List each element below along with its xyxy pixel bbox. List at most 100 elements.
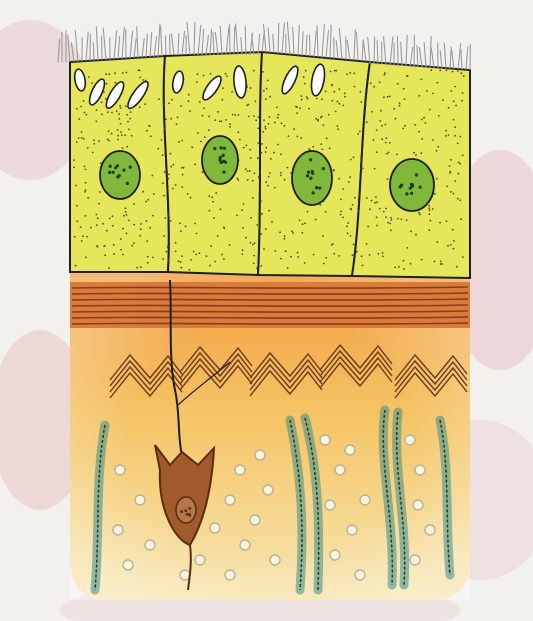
cell-granule [301, 95, 303, 97]
cell-granule [193, 251, 195, 253]
cell-granule [413, 152, 415, 154]
cell-granule [260, 214, 262, 216]
cell-granule [313, 254, 315, 256]
cell-granule [331, 100, 333, 102]
cell-granule [84, 166, 86, 168]
cell-granule [460, 218, 462, 220]
cell-granule [375, 196, 377, 198]
round-cell [113, 525, 123, 535]
cell-granule [404, 125, 406, 127]
cell-granule [211, 196, 213, 198]
cell-granule [125, 211, 127, 213]
cell-granule [290, 256, 292, 258]
cell-granule [337, 128, 339, 130]
cell-granule [383, 96, 385, 98]
round-cell [210, 523, 220, 533]
cell-granule [98, 140, 100, 142]
cell-granule [225, 119, 227, 121]
cell-granule [420, 152, 422, 154]
cell-granule [322, 235, 324, 237]
cell-granule [325, 257, 327, 259]
cell-granule [189, 269, 191, 271]
nucleolus [409, 187, 412, 190]
cell-granule [163, 104, 165, 106]
nucleolus [410, 192, 413, 195]
cell-granule [410, 263, 412, 265]
cell-granule [337, 101, 339, 103]
neuron-granule [184, 509, 187, 512]
cell-granule [296, 106, 298, 108]
cell-granule [423, 117, 425, 119]
cell-granule [126, 214, 128, 216]
cell-granule [93, 140, 95, 142]
cell-granule [296, 112, 298, 114]
cell-granule [284, 235, 286, 237]
cell-granule [257, 157, 259, 159]
cell-granule [379, 208, 381, 210]
cell-granule [261, 143, 263, 145]
cell-granule [331, 244, 333, 246]
cell-granule [453, 240, 455, 242]
cell-granule [454, 126, 456, 128]
cell-granule [181, 186, 183, 188]
cell-granule [237, 178, 239, 180]
nucleolus [309, 177, 312, 180]
cell-granule [302, 232, 304, 234]
neuron-granule [180, 510, 183, 513]
cilium [374, 37, 375, 65]
cell-granule [139, 70, 141, 72]
cell-granule [237, 131, 239, 133]
cell-granule [120, 249, 122, 251]
cell-granule [304, 262, 306, 264]
cell-granule [221, 99, 223, 101]
cell-granule [86, 236, 88, 238]
cell-granule [203, 107, 205, 109]
cell-granule [434, 261, 436, 263]
cell-granule [103, 245, 105, 247]
cell-granule [376, 129, 378, 131]
cell-granule [95, 121, 97, 123]
cell-granule [85, 182, 87, 184]
cell-granule [202, 171, 204, 173]
cell-granule [307, 98, 309, 100]
cell-granule [191, 146, 193, 148]
cell-granule [99, 191, 101, 193]
cell-granule [406, 219, 408, 221]
cell-granule [325, 211, 327, 213]
cell-granule [315, 118, 317, 120]
cell-granule [113, 253, 115, 255]
cell-granule [274, 122, 276, 124]
cell-granule [321, 116, 323, 118]
cell-granule [428, 229, 430, 231]
cell-granule [448, 134, 450, 136]
cell-granule [262, 71, 264, 73]
cell-granule [236, 215, 238, 217]
cell-granule [125, 105, 127, 107]
nucleolus [312, 191, 315, 194]
cell-granule [399, 102, 401, 104]
cell-granule [163, 235, 165, 237]
cell-granule [128, 129, 130, 131]
cell-granule [424, 122, 426, 124]
cell-granule [319, 204, 321, 206]
cell-granule [308, 108, 310, 110]
round-cell [320, 435, 330, 445]
nucleolus [419, 186, 422, 189]
nucleolus [220, 146, 223, 149]
cell-granule [158, 98, 160, 100]
cell-granule [463, 75, 465, 77]
cell-granule [330, 71, 332, 73]
cell-granule [250, 157, 252, 159]
cell-granule [91, 82, 93, 84]
cell-granule [221, 254, 223, 256]
cell-granule [323, 263, 325, 265]
cell-granule [180, 230, 182, 232]
cell-granule [80, 226, 82, 228]
cell-granule [266, 147, 268, 149]
cell-granule [168, 174, 170, 176]
cell-granule [120, 107, 122, 109]
cell-granule [133, 203, 135, 205]
cell-granule [384, 124, 386, 126]
cell-granule [96, 109, 98, 111]
cell-granule [164, 217, 166, 219]
